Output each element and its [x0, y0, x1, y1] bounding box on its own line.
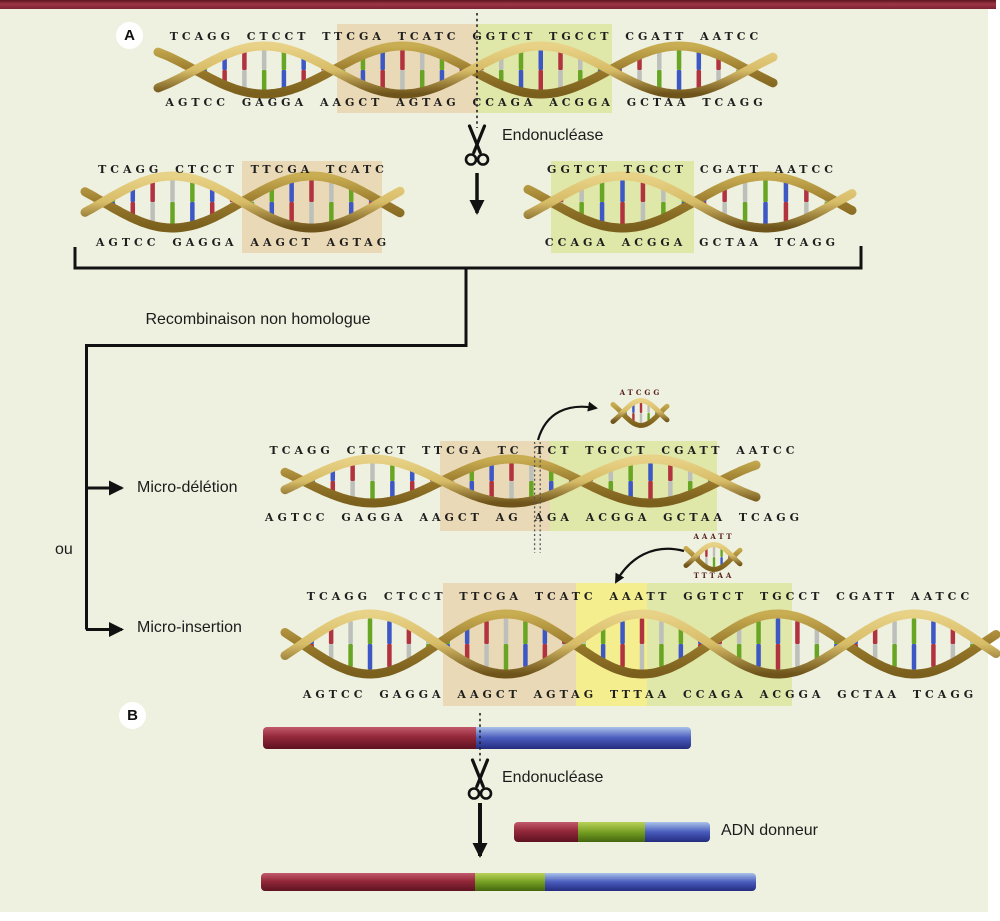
endonuclease-label-b: Endonucléase	[502, 769, 604, 786]
edited-blue-segment	[545, 873, 756, 891]
donor-blue-segment	[645, 822, 710, 842]
dna-helix-left-fragment	[80, 171, 405, 233]
panel-a-badge: A	[116, 22, 143, 49]
top-banner	[0, 0, 996, 9]
dna-helix-full	[153, 41, 778, 99]
deleted-fragment-bubble	[610, 397, 670, 429]
branch-line	[85, 344, 467, 630]
donor-green-segment	[578, 822, 645, 842]
recombination-label: Recombinaison non homologue	[145, 311, 371, 328]
micro-deletion-label: Micro-délétion	[137, 479, 238, 496]
edited-green-segment	[475, 873, 545, 891]
highlight-yellow-microinsertion	[576, 583, 647, 706]
donor-maroon-segment	[514, 822, 578, 842]
scissors-icon-a	[464, 124, 490, 166]
sequence-microdeletion-bottom: AGTCC GAGGA AAGCT AG AGA ACGGA GCTAA TCA…	[264, 511, 804, 524]
inserted-fragment-bubble	[683, 541, 743, 573]
edited-maroon-segment	[261, 873, 475, 891]
dna-helix-microdeletion	[280, 454, 761, 508]
adn-donor-label: ADN donneur	[721, 822, 818, 839]
inserted-bases-top: AAATT	[693, 532, 735, 541]
sequence-full-bottom: AGTCC GAGGA AAGCT AGTAG CCAGA ACGGA GCTA…	[165, 96, 767, 109]
sequence-microdeletion-top: TCAGG CTCCT TTCGA TC TCT TGCCT CGATT AAT…	[269, 444, 799, 457]
panel-b-label: B	[127, 707, 138, 724]
target-dna-bar	[263, 727, 691, 749]
inserted-bases-bottom: TTTAA	[693, 571, 735, 580]
edited-dna-bar	[261, 873, 756, 891]
scissors-icon-b	[467, 758, 493, 800]
target-dna-blue-segment	[476, 727, 691, 749]
target-dna-maroon-segment	[263, 727, 476, 749]
arrow-inserted-bases	[615, 547, 685, 584]
or-label: ou	[55, 541, 73, 558]
endonuclease-label-a: Endonucléase	[502, 127, 604, 144]
sequence-full-top: TCAGG CTCCT TTCGA TCATC GGTCT TGCCT CGAT…	[169, 30, 763, 43]
dna-helix-microinsertion	[280, 609, 1000, 679]
arrow-deleted-bases	[536, 401, 598, 441]
dna-helix-right-fragment	[523, 171, 857, 233]
micro-insertion-label: Micro-insertion	[137, 619, 242, 636]
deleted-bases-top: ATCGG	[619, 388, 663, 397]
sequence-microinsertion-bottom: AGTCC GAGGA AAGCT AGTAG TTTAA CCAGA ACGG…	[302, 688, 978, 701]
sequence-right-fragment-bottom: CCAGA ACGGA GCTAA TCAGG	[544, 236, 840, 249]
sequence-microinsertion-top: TCAGG CTCCT TTCGA TCATC AAATT GGTCT TGCC…	[306, 590, 974, 603]
panel-b-badge: B	[119, 702, 146, 729]
sequence-left-fragment-bottom: AGTCC GAGGA AAGCT AGTAG	[95, 236, 391, 249]
fragment-bracket	[73, 246, 863, 270]
panel-a-label: A	[124, 27, 135, 44]
donor-dna-bar	[514, 822, 710, 842]
sequence-left-fragment-top: TCAGG CTCCT TTCGA TCATC	[98, 163, 388, 176]
sequence-right-fragment-top: GGTCT TGCCT CGATT AATCC	[547, 163, 837, 176]
